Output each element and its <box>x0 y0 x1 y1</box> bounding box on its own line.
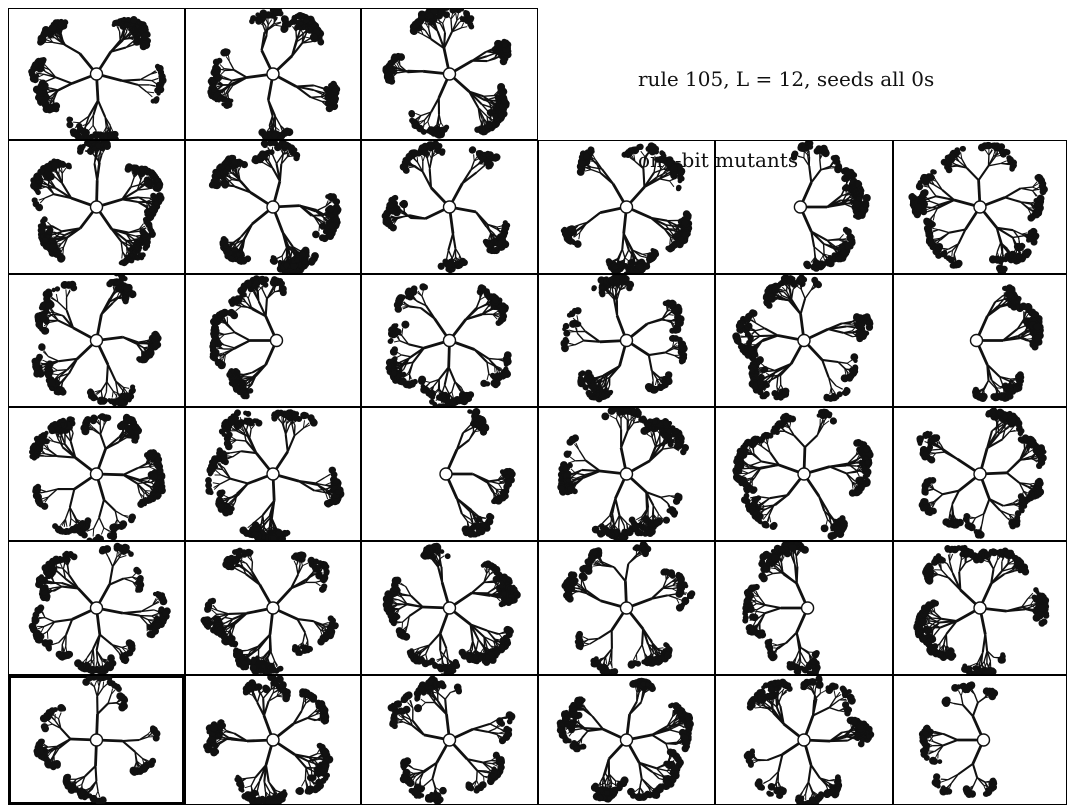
attractor-cycle <box>271 335 283 347</box>
basin-0-1 <box>207 6 340 143</box>
attractor-cycle <box>91 602 103 614</box>
basin-0-0 <box>28 16 166 144</box>
basin-4-4 <box>742 540 820 678</box>
basin-5-5 <box>919 681 998 798</box>
attractor-cycle <box>798 335 810 347</box>
attractor-cycle <box>621 734 633 746</box>
attractor-cycle <box>267 734 279 746</box>
attractor-cycle <box>621 602 633 614</box>
basin-4-0 <box>29 543 171 675</box>
attractor-cycle <box>91 335 103 347</box>
basin-2-1 <box>209 275 286 399</box>
basin-5-3 <box>557 678 694 803</box>
attractor-cycle <box>621 468 633 480</box>
attractor-cycle <box>91 468 103 480</box>
attractor-cycle <box>267 201 279 213</box>
attractor-cycle <box>91 201 103 213</box>
attractor-cycle <box>794 201 806 213</box>
attractor-cycle <box>971 335 983 347</box>
attractor-cycle <box>802 602 814 614</box>
attractor-cycle <box>798 734 810 746</box>
attractor-cycle <box>91 734 103 746</box>
basin-2-5 <box>971 284 1044 402</box>
figure-caption: rule 105, L = 12, seeds all 0s one-bit m… <box>638 12 1058 201</box>
basin-5-0 <box>34 672 161 805</box>
basin-3-5 <box>916 407 1046 538</box>
attractor-cycle <box>621 201 633 213</box>
basin-3-4 <box>732 409 873 540</box>
attractor-cycle <box>444 68 456 80</box>
basin-3-3 <box>557 404 689 543</box>
attractor-cycle <box>978 734 990 746</box>
caption-line-2: one-bit mutants <box>638 147 1058 174</box>
attractor-cycle <box>798 468 810 480</box>
basin-2-3 <box>561 273 688 403</box>
basin-3-2 <box>440 408 516 538</box>
basin-5-4 <box>744 675 875 805</box>
basin-4-2 <box>383 543 521 679</box>
basin-0-2 <box>382 2 511 138</box>
basin-2-2 <box>386 283 512 412</box>
caption-line-1: rule 105, L = 12, seeds all 0s <box>638 66 1058 93</box>
attractor-cycle <box>444 335 456 347</box>
attractor-cycle <box>91 68 103 80</box>
basin-5-2 <box>388 676 516 805</box>
basin-2-4 <box>732 274 873 402</box>
attractor-cycle <box>974 602 986 614</box>
basin-1-2 <box>382 141 511 274</box>
basin-2-0 <box>32 271 162 407</box>
basin-5-1 <box>203 674 333 805</box>
attractor-cycle <box>444 602 456 614</box>
basin-3-1 <box>205 409 344 546</box>
attractor-cycle <box>267 68 279 80</box>
attractor-cycle <box>974 468 986 480</box>
attractor-cycle <box>267 602 279 614</box>
attractor-cycle <box>974 201 986 213</box>
attractor-cycle <box>444 201 456 213</box>
basin-1-0 <box>30 137 164 266</box>
attractor-cycle <box>267 468 279 480</box>
attractor-cycle <box>444 734 456 746</box>
attractor-cycle <box>440 468 452 480</box>
basin-1-1 <box>209 139 342 277</box>
attractor-cycle <box>621 335 633 347</box>
basin-3-0 <box>29 413 166 544</box>
basin-4-5 <box>913 545 1049 680</box>
basin-4-1 <box>201 548 339 677</box>
basin-4-3 <box>561 541 695 677</box>
